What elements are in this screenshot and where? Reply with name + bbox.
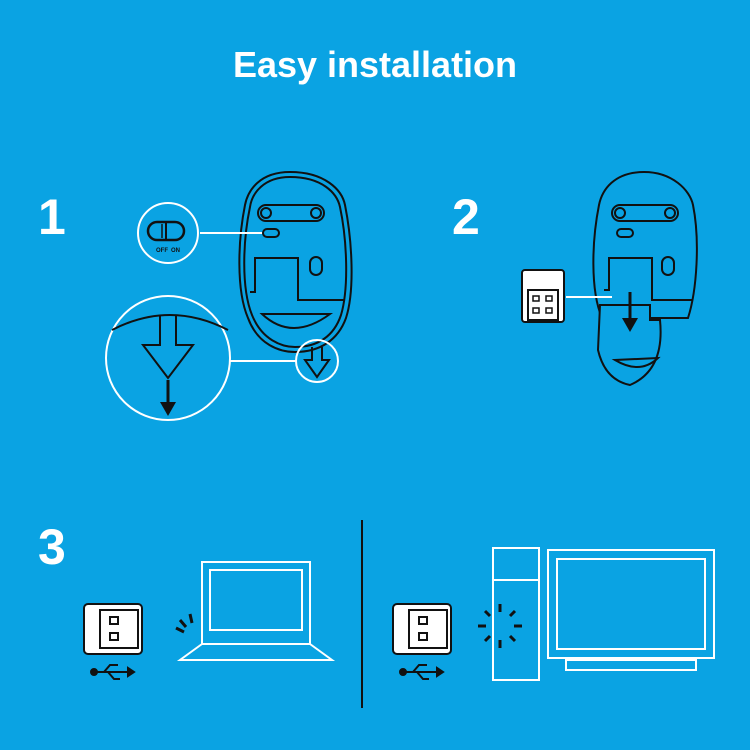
step-number-2: 2 <box>452 189 480 245</box>
usb-receiver-icon <box>83 603 143 655</box>
power-switch-icon: OFF ON <box>137 202 199 264</box>
desktop-pc-icon <box>492 547 540 681</box>
step-number-3: 3 <box>38 519 66 575</box>
usb-receiver-icon <box>392 603 452 655</box>
switch-off-label: OFF <box>156 248 168 254</box>
monitor-icon <box>547 549 715 671</box>
switch-on-label: ON <box>171 248 180 254</box>
activity-sparks-icon <box>175 613 194 634</box>
usb-symbol-icon <box>90 664 136 680</box>
receiver-slot-arrow-icon <box>105 295 339 421</box>
page-title: Easy installation <box>232 44 518 85</box>
usb-symbol-icon <box>399 664 445 680</box>
laptop-icon <box>176 561 336 661</box>
activity-sparks-icon <box>478 604 522 648</box>
usb-receiver-icon <box>521 269 565 323</box>
mouse-underside-icon <box>238 170 353 354</box>
step-number-1: 1 <box>38 189 66 245</box>
